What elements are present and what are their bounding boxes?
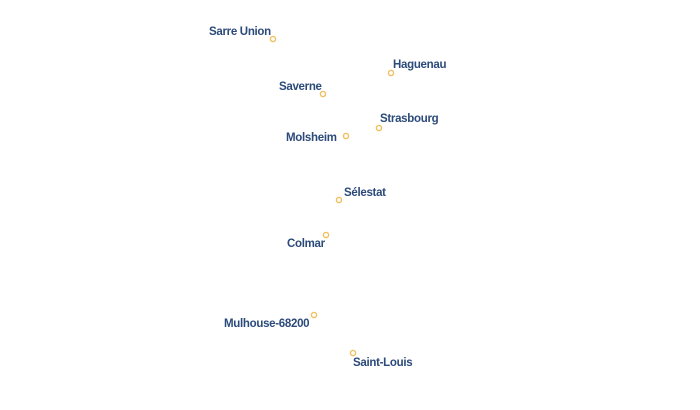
circle-marker-icon[interactable] — [269, 35, 277, 43]
city-molsheim[interactable]: Molsheim — [285, 131, 350, 146]
city-label: Colmar — [287, 238, 326, 250]
city-label: Sélestat — [344, 187, 386, 199]
circle-marker-icon[interactable] — [349, 349, 357, 357]
city-colmar[interactable]: Colmar — [286, 231, 330, 252]
city-selestat[interactable]: Sélestat — [335, 186, 388, 204]
city-saverne[interactable]: Saverne — [278, 80, 327, 98]
city-saint-louis[interactable]: Saint-Louis — [349, 349, 414, 371]
circle-marker-icon[interactable] — [342, 132, 350, 140]
circle-marker-icon[interactable] — [319, 90, 327, 98]
city-mulhouse-68200[interactable]: Mulhouse-68200 — [223, 311, 318, 332]
city-haguenau[interactable]: Haguenau — [387, 58, 448, 77]
circle-marker-icon[interactable] — [335, 196, 343, 204]
city-label: Saverne — [279, 81, 322, 93]
circle-marker-icon[interactable] — [310, 311, 318, 319]
city-sarre-union[interactable]: Sarre Union — [208, 25, 277, 43]
city-label: Haguenau — [393, 59, 446, 71]
city-strasbourg[interactable]: Strasbourg — [375, 112, 440, 132]
city-layer: Sarre Union Haguenau Saverne Strasbourg … — [208, 25, 449, 371]
city-label: Molsheim — [286, 132, 337, 144]
circle-marker-icon[interactable] — [375, 124, 383, 132]
city-label: Saint-Louis — [353, 357, 412, 369]
city-label: Strasbourg — [380, 113, 439, 125]
circle-marker-icon[interactable] — [387, 69, 395, 77]
city-label: Mulhouse-68200 — [224, 318, 309, 330]
city-label: Sarre Union — [209, 26, 271, 38]
circle-marker-icon[interactable] — [322, 231, 330, 239]
